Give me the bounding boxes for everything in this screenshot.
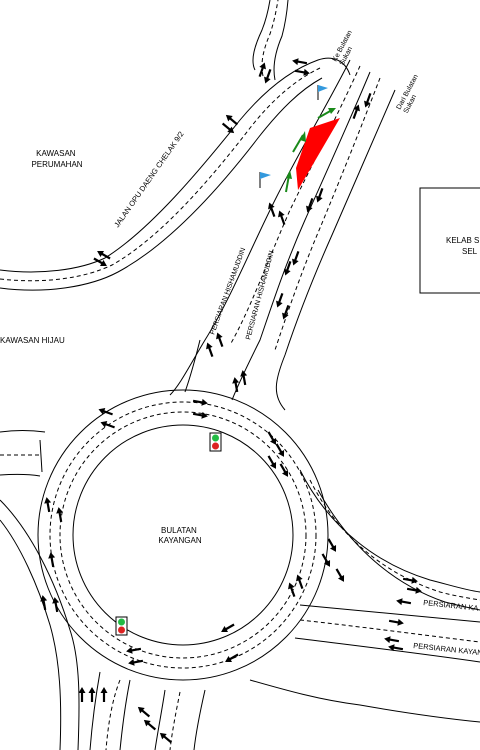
arrow-icon bbox=[264, 69, 272, 84]
arrow-icon bbox=[267, 431, 277, 445]
flag-icon bbox=[259, 172, 271, 188]
arrow-icon bbox=[327, 538, 337, 552]
arrow-icon bbox=[128, 658, 144, 666]
arrow-icon bbox=[126, 646, 142, 654]
guide-arrow-icon bbox=[292, 131, 306, 153]
arrow-icon bbox=[98, 408, 113, 416]
kelab-building bbox=[419, 187, 480, 294]
arrow-icon bbox=[388, 644, 404, 652]
arrow-icon bbox=[276, 293, 284, 308]
arrow-icon bbox=[306, 198, 314, 213]
southwest-road bbox=[0, 499, 131, 750]
persiaran-hishamuddin-road bbox=[169, 59, 396, 411]
arrow-icon bbox=[275, 443, 285, 457]
arrow-icon bbox=[406, 586, 422, 594]
arrow-icon bbox=[143, 719, 157, 731]
arrow-icon bbox=[294, 68, 310, 76]
label-persiaran-kayangan-1: PERSIARAN KA bbox=[423, 598, 479, 613]
roundabout bbox=[37, 389, 329, 681]
arrow-icon bbox=[396, 598, 412, 606]
label-dari-bulatan-sukan: Dari Bulatan Sukan bbox=[396, 72, 428, 115]
arrow-icon bbox=[159, 732, 173, 744]
arrow-icon bbox=[221, 122, 235, 134]
label-persiaran-kayangan-2: PERSIARAN KAYAN bbox=[413, 641, 480, 657]
west-approach-road bbox=[0, 430, 46, 477]
arrow-icon bbox=[192, 411, 208, 419]
guide-arrow-icon bbox=[285, 170, 292, 193]
direction-arrows bbox=[40, 58, 422, 744]
label-kelab: KELAB S SEL bbox=[446, 236, 480, 256]
arrow-icon bbox=[225, 653, 239, 663]
arrow-icon bbox=[240, 370, 248, 386]
arrow-icon bbox=[282, 305, 290, 320]
arrow-icon bbox=[44, 497, 52, 513]
traffic-light-icon bbox=[209, 432, 222, 452]
arrow-icon bbox=[40, 595, 48, 611]
arrow-icon bbox=[216, 332, 224, 347]
arrow-icon bbox=[97, 250, 111, 260]
arrow-icon bbox=[268, 202, 276, 217]
arrow-icon bbox=[192, 398, 208, 406]
arrow-icon bbox=[278, 210, 286, 225]
arrow-icon bbox=[100, 687, 108, 702]
arrow-icon bbox=[88, 687, 96, 702]
guide-arrow-icon bbox=[317, 108, 336, 119]
arrow-icon bbox=[100, 421, 115, 429]
arrow-icon bbox=[258, 62, 266, 77]
arrow-icon bbox=[232, 377, 240, 393]
arrow-icon bbox=[52, 597, 60, 613]
arrow-icon bbox=[321, 553, 331, 567]
traffic-light-icon bbox=[115, 616, 128, 636]
arrow-icon bbox=[292, 251, 300, 266]
south-road bbox=[154, 679, 480, 750]
label-persiaran-hishamuddin-2: PERSIARAN HISHAMUDDIN bbox=[245, 250, 276, 340]
arrow-icon bbox=[384, 636, 400, 644]
arrow-icon bbox=[292, 58, 308, 66]
arrow-icon bbox=[93, 257, 107, 267]
label-bulatan-kayangan: BULATAN KAYANGAN bbox=[158, 526, 201, 545]
arrow-icon bbox=[206, 342, 214, 357]
closed-lane-area bbox=[296, 118, 340, 190]
arrow-icon bbox=[279, 463, 289, 477]
arrow-icon bbox=[78, 687, 86, 702]
arrow-icon bbox=[352, 104, 360, 119]
arrow-icon bbox=[296, 574, 304, 589]
flag-icon bbox=[317, 85, 328, 100]
arrow-icon bbox=[364, 93, 372, 108]
label-kawasan-hijau: KAWASAN HIJAU bbox=[0, 336, 65, 345]
jalan-opu-road bbox=[0, 0, 351, 291]
arrow-icon bbox=[56, 507, 64, 523]
arrow-icon bbox=[137, 706, 151, 718]
arrow-icon bbox=[402, 576, 418, 584]
label-ke-bulatan-sukan: Ke Bulatan Sukan bbox=[332, 28, 362, 67]
arrow-icon bbox=[288, 582, 296, 597]
label-jalan-opu: JALAN OPU DAENG CHELAK 9/2 bbox=[112, 130, 185, 229]
arrow-icon bbox=[284, 261, 292, 276]
arrow-icon bbox=[267, 455, 277, 469]
arrow-icon bbox=[335, 568, 345, 582]
arrow-icon bbox=[388, 618, 404, 626]
arrow-icon bbox=[221, 623, 235, 633]
arrow-icon bbox=[48, 552, 56, 568]
arrow-icon bbox=[225, 114, 239, 126]
persiaran-kayangan-road bbox=[294, 469, 480, 663]
arrow-icon bbox=[316, 188, 324, 203]
label-kawasan-perumahan: KAWASAN PERUMAHAN bbox=[31, 149, 82, 169]
